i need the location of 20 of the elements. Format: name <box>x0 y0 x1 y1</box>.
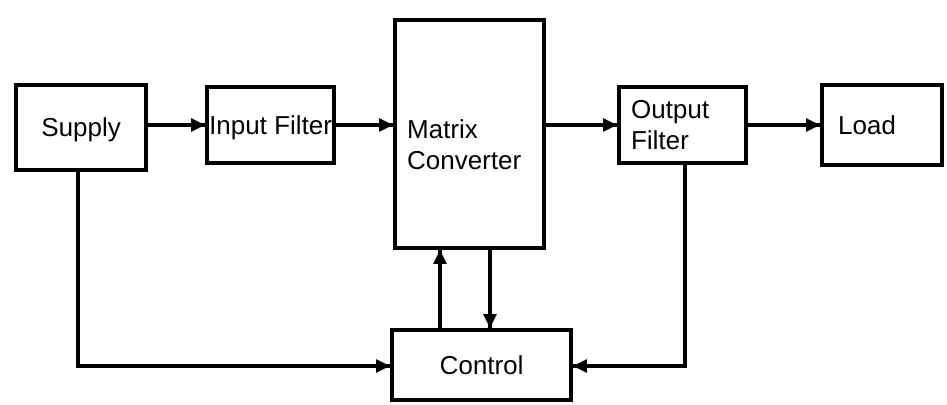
arrow <box>336 118 393 132</box>
block-box <box>393 18 546 250</box>
block-label: Load <box>838 110 896 140</box>
arrow <box>748 118 820 132</box>
block-box <box>205 85 336 165</box>
block-label: Control <box>440 350 524 380</box>
arrow <box>433 250 447 328</box>
arrow <box>148 118 205 132</box>
block-box <box>617 85 748 165</box>
block-box <box>390 328 573 402</box>
arrow <box>573 165 687 373</box>
arrow <box>546 118 617 132</box>
arrow <box>76 172 390 373</box>
arrow <box>483 250 497 328</box>
block-box <box>820 83 944 167</box>
block-label: Output Filter <box>631 94 710 156</box>
block-label: Matrix Converter <box>407 114 522 176</box>
block-label: Supply <box>41 112 121 143</box>
block-box <box>14 83 148 172</box>
block-label: Input Filter <box>209 110 332 140</box>
